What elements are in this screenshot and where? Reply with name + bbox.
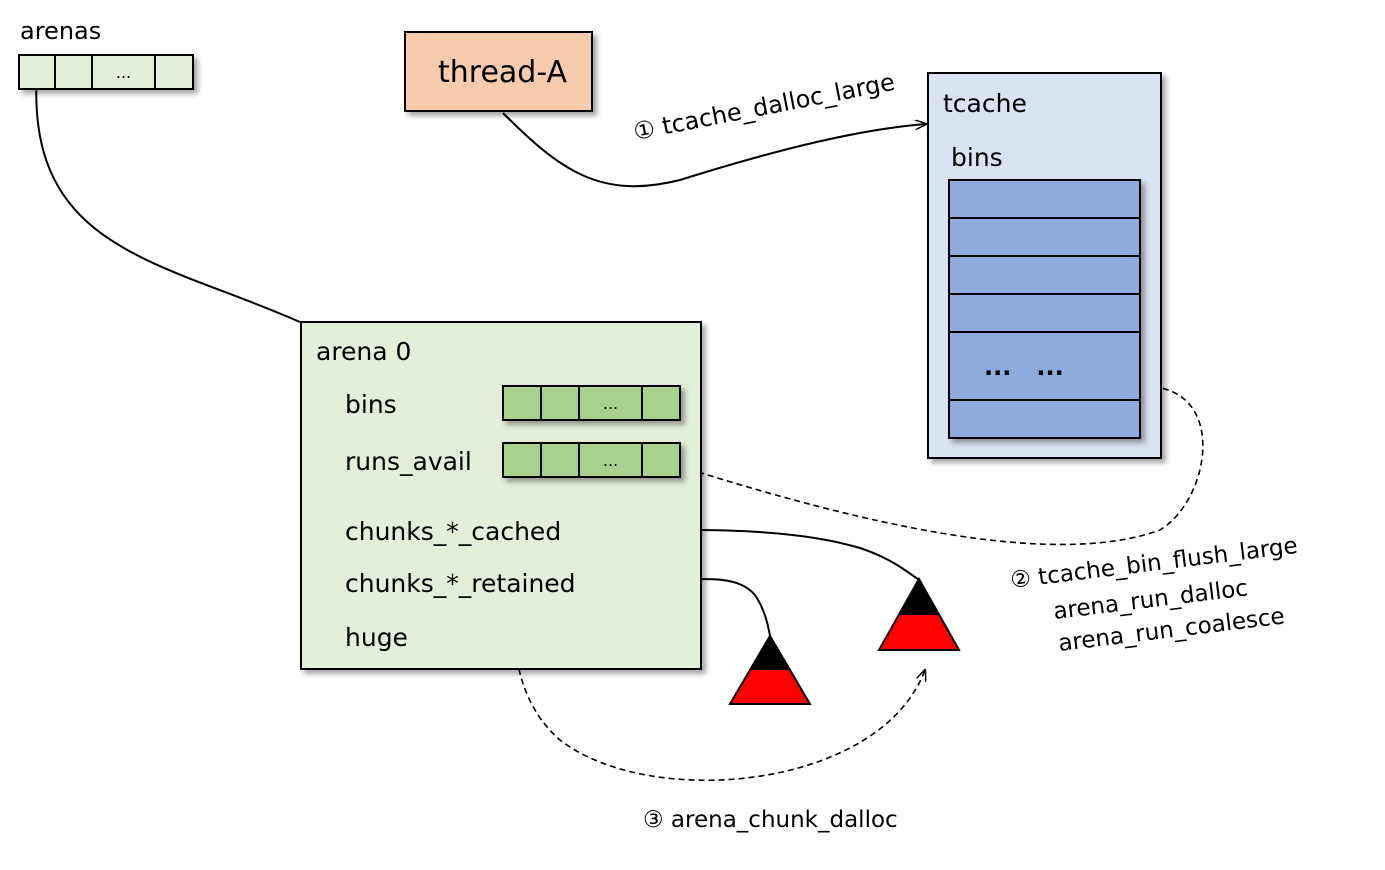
arenas-cell-1 (56, 54, 93, 90)
tcache-bins-list: ... ... (948, 179, 1141, 439)
arena0-huge-label: huge (345, 623, 408, 652)
thread-to-tcache-arrow (502, 112, 926, 188)
thread-box: thread-A (404, 31, 593, 112)
bins-cell (643, 385, 681, 421)
tcache-bin-row-ellipsis: ... ... (950, 333, 1139, 401)
tcache-bin-row (950, 401, 1139, 439)
arenas-cell-0 (18, 54, 56, 90)
cached-tree-icon (877, 576, 961, 651)
arenas-array: ... (18, 54, 194, 90)
arenas-label: arenas (20, 17, 102, 45)
tcache-bins-label: bins (951, 143, 1003, 172)
tcache-bin-row (950, 295, 1139, 333)
tcache-bin-row (950, 257, 1139, 295)
arena0-retained-label: chunks_*_retained (345, 569, 576, 598)
runs-avail-cell: ... (580, 442, 643, 478)
bins-cell (502, 385, 542, 421)
arena0-runs-avail-label: runs_avail (345, 447, 472, 476)
step3-label: ③ arena_chunk_dalloc (643, 807, 898, 833)
tcache-bin-row (950, 219, 1139, 257)
arenas-cell-2: ... (93, 54, 156, 90)
tcache-label: tcache (943, 89, 1027, 118)
bins-cell (542, 385, 580, 421)
thread-label: thread-A (438, 55, 568, 90)
tcache-bin-row (950, 181, 1139, 219)
arena0-cached-label: chunks_*_cached (345, 517, 562, 546)
arena0-runs-avail-array: ... (502, 442, 681, 478)
tcache-to-runs-avail-arrow (682, 385, 1204, 546)
bins-cell: ... (580, 385, 643, 421)
arena0-bins-array: ... (502, 385, 681, 421)
runs-avail-cell (542, 442, 580, 478)
arenas-cell-3 (156, 54, 194, 90)
retained-tree-icon (728, 634, 812, 705)
tcache-box: tcache bins ... ... (927, 72, 1162, 459)
arenas-to-arena0-link (35, 71, 301, 323)
runs-avail-cell (502, 442, 542, 478)
arena0-box: arena 0 bins runs_avail chunks_*_cached … (300, 321, 702, 670)
runs-avail-cell (643, 442, 681, 478)
arena0-bins-label: bins (345, 390, 397, 419)
arena0-label: arena 0 (316, 337, 412, 366)
